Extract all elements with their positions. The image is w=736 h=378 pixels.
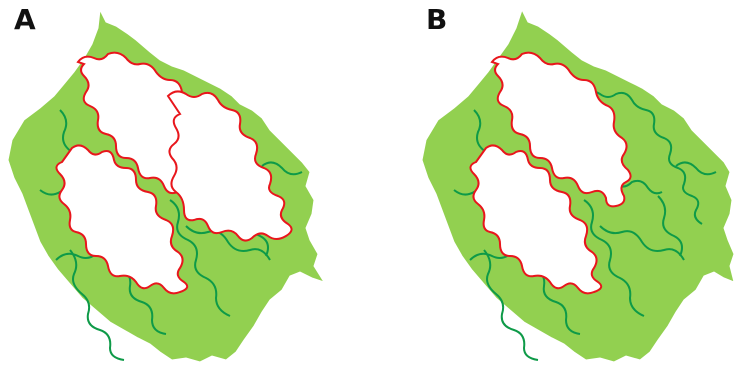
vein xyxy=(69,249,125,361)
vein xyxy=(261,161,303,176)
panel-label-a: A xyxy=(14,3,36,36)
highlighted-cell xyxy=(166,90,293,242)
vein xyxy=(599,225,685,261)
highlighted-cells xyxy=(55,51,293,295)
vein xyxy=(533,265,581,335)
highlighted-cell xyxy=(490,51,632,208)
vein xyxy=(483,249,539,361)
highlighted-cell xyxy=(55,144,189,295)
highlighted-cells xyxy=(469,51,632,295)
panel-b: B xyxy=(368,0,736,378)
vein xyxy=(119,265,167,335)
vein xyxy=(185,225,271,261)
panel-a: A xyxy=(7,3,326,363)
tissue-diagram-a xyxy=(7,8,326,363)
vein xyxy=(169,199,231,317)
vein xyxy=(657,195,683,257)
tissue-diagram-b xyxy=(421,8,735,363)
highlighted-cell xyxy=(469,144,603,295)
vein xyxy=(581,90,703,225)
panel-label-b: B xyxy=(426,3,448,36)
vein xyxy=(583,199,645,317)
vein xyxy=(675,161,717,176)
vein xyxy=(59,109,73,153)
vein xyxy=(473,109,487,153)
